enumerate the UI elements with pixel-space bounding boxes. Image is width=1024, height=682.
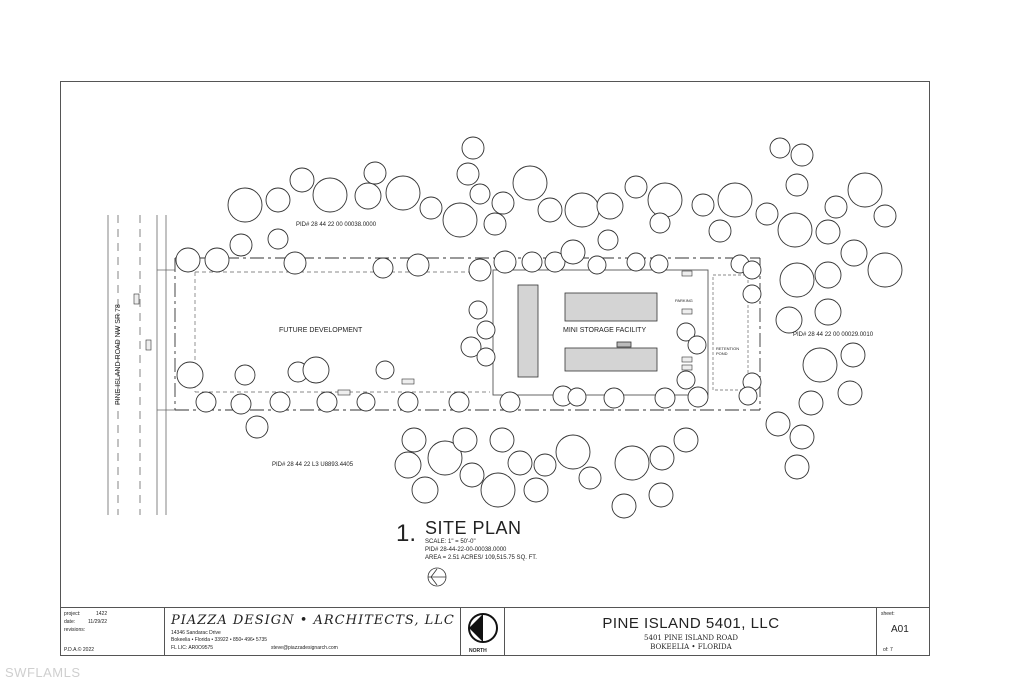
title-block: project: 1422 date: 11/29/22 revisions: … [60,607,930,656]
project-name: PINE ISLAND 5401, LLC [602,615,780,632]
property-lines [174,257,761,411]
firm-email: steve@piazzadesignarch.com [271,645,338,651]
parking-label: PARKING [675,298,693,303]
drawing-sheet [60,81,930,656]
firm-address2: Bokeelia • Florida • 33922 • 850• 496• 5… [171,637,268,643]
storage-buildings [517,284,658,378]
sheet-value: A01 [891,624,909,635]
sheet-of: of: 7 [883,647,893,653]
firm-license: FL LIC: AR0O9575 [171,645,214,651]
drawing-pid: PID# 28-44-22-00-00038.0000 [425,547,507,553]
sheet-label: sheet: [881,611,895,617]
vehicles [133,270,693,396]
project-label: project: [64,611,81,617]
trees [175,136,903,519]
drawing-title: SITE PLAN [425,518,522,538]
retention-pond-label: RETENTION POND [716,346,740,356]
project-info-cell: project: 1422 date: 11/29/22 revisions: … [60,608,165,656]
sheet-cell: sheet: A01 of: 7 [877,608,929,656]
drawing-number: 1. [396,520,417,547]
north-arrow-icon [468,613,498,643]
firm-cell: PIAZZA DESIGN • ARCHITECTS, LLC 14346 Sa… [165,608,461,656]
mini-storage-label: MINI STORAGE FACILITY [563,327,647,334]
firm-name: PIAZZA DESIGN • ARCHITECTS, LLC [171,613,455,628]
north-symbol-small [427,567,447,587]
date-label: date: [64,619,76,625]
copyright: P.D.A.© 2022 [64,647,94,653]
pid-north-label: PID# 28 44 22 00 00038.0000 [296,222,377,228]
drawing-scale: SCALE: 1" = 50'-0" [425,539,476,545]
project-address: 5401 PINE ISLAND ROAD [644,634,738,642]
road [107,215,175,515]
pid-east-label: PID# 28 44 22 00 00029.0010 [793,332,874,338]
project-cell: PINE ISLAND 5401, LLC 5401 PINE ISLAND R… [505,608,877,656]
road-label: PINE ISLAND ROAD NW SR 78 [115,304,122,405]
firm-address1: 14346 Sandarac Drive [171,630,221,636]
north-cell: NORTH [461,608,505,656]
north-label: NORTH [469,648,487,654]
revisions-label: revisions: [64,627,86,633]
pid-south-label: PID# 28 44 22 L3 U8893.4405 [272,462,354,468]
project-city: BOKEELIA • FLORIDA [650,643,732,651]
watermark: SWFLAMLS [5,665,81,680]
future-development-label: FUTURE DEVELOPMENT [279,327,363,334]
date-value: 11/29/22 [88,619,108,625]
drawing-area: AREA = 2.51 ACRES/ 109,515.75 SQ. FT. [425,555,537,561]
project-value: 1422 [96,611,108,617]
